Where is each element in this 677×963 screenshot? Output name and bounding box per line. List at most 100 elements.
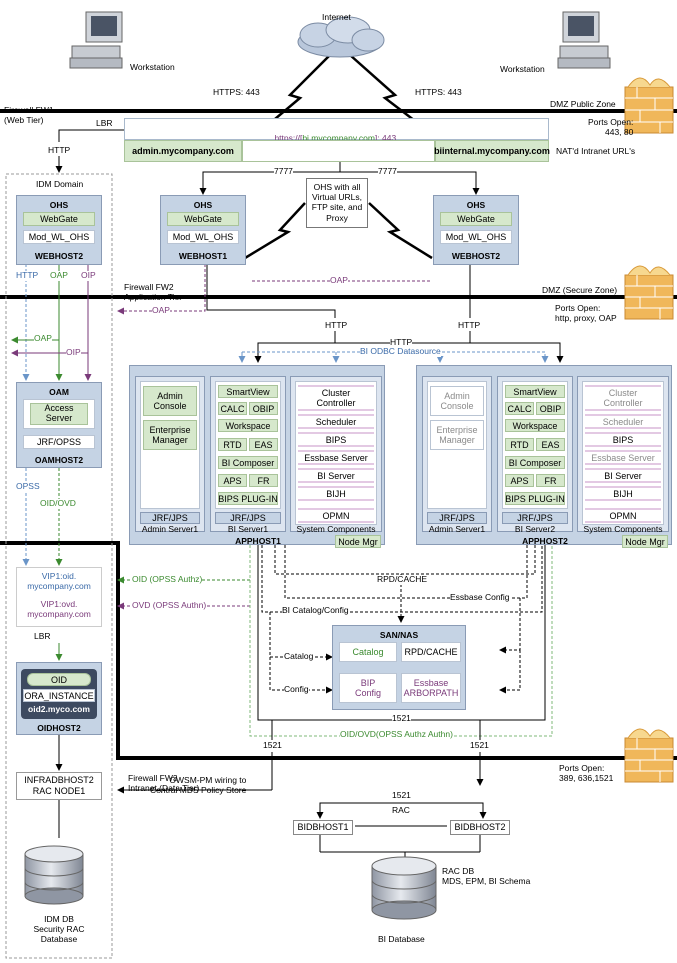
oid-ovd-label: OID/OVD [40,498,76,509]
rac-db-label: RAC DB MDS, EPM, BI Schema [442,866,531,886]
apphost1-name: APPHOST1 [235,536,281,546]
apphost1-essbase-server: Essbase Server [298,450,374,465]
apphost2-aps: APS [505,474,534,487]
apphost1-admin-inner: Admin Console Enterprise Manager [140,381,200,509]
apphost1-bi-server: SmartView CALC OBIP Workspace RTD EAS BI… [210,376,286,534]
idm-domain-label: IDM Domain [36,179,84,189]
fw2-ports-label: Ports Open: http, proxy, OAP [555,303,617,323]
admin-url: admin.mycompany.com [132,146,234,156]
firewall-fw1-icon [624,77,674,134]
apphost2-admin-inner: Admin Console Enterprise Manager [427,381,487,509]
firewall-fw2-label: Firewall FW2 Application Tier [124,282,183,302]
san-essbase-arborpath: Essbase ARBORPATH [401,673,461,703]
apphost2-bi-composer: BI Composer [505,456,565,469]
dmz-public-zone-label: DMZ Public Zone [550,99,616,109]
port-1521-rac: 1521 [392,790,411,801]
lbr-middle [242,140,435,162]
fw3-ports-label: Ports Open: 389, 636,1521 [559,763,614,783]
idm-oip2-label: OIP [66,347,81,358]
apphost1-bi-inner: SmartView CALC OBIP Workspace RTD EAS BI… [215,381,281,509]
firewall-fw3-icon [624,728,674,783]
internet-cloud-icon [297,16,385,58]
apphost1-admin-jrf: JRF/JPS [140,512,200,524]
oam-access-server: Access Server [30,403,88,425]
https-left-label: HTTPS: 443 [213,87,260,97]
apphost1-workspace: Workspace [218,419,278,432]
webhost1-ohs: OHS [193,200,213,210]
san-nas-title: SAN/NAS [379,630,419,640]
bidbhost1: BIDBHOST1 [293,820,353,835]
oap-web-left-label: OAP [152,305,170,316]
apphost2-name: APPHOST2 [522,536,568,546]
idm-webhost-webgate: WebGate [23,212,95,226]
lbr-url-prefix: https://[ [274,132,303,143]
odbc-label: BI ODBC Datasource [360,346,441,357]
apphost1-bijh: BIJH [298,486,374,501]
webhost2-ohs: OHS [466,200,486,210]
apphost1-bi-jrf: JRF/JPS [215,512,281,524]
oam-jrf: JRF/OPSS [23,435,95,449]
lbr-label: LBR [96,118,113,128]
webhost2-webgate: WebGate [440,212,512,226]
apphost2-bi-server-label: BI Server2 [514,524,556,534]
san-bip-config: BIP Config [339,673,397,703]
apphost1-admin-server-label: Admin Server1 [141,524,199,534]
apphost2-bips: BIPS [585,432,661,447]
apphost1-bi-server-label: BI Server1 [227,524,269,534]
vip1-ovd: VIP1:ovd. mycompany.com [27,599,91,619]
lbr-url-suffix: ]: 443 [374,132,397,143]
idm-db-label: IDM DB Security RAC Database [33,914,85,944]
lbr-url-host: bi.mycompany.com [302,132,375,143]
admin-url-box[interactable]: admin.mycompany.com [124,140,242,162]
apphost2-admin-console: Admin Console [430,386,484,416]
idm-webhost-mod: Mod_WL_OHS [23,230,95,244]
apphost2-bi-inner: SmartView CALC OBIP Workspace RTD EAS BI… [502,381,568,509]
port-7777-right: 7777 [378,166,397,177]
firewall-fw1-label: Firewall FW1 (Web Tier) [4,105,54,125]
apphost2-fr: FR [536,474,565,487]
natd-label: NAT'd Intranet URL's [556,146,636,156]
apphost2-rtd: RTD [505,438,534,451]
vip1-oid: VIP1:oid. mycompany.com [27,571,91,591]
apphost1-obip: OBIP [249,402,278,415]
oid-name: OIDHOST2 [37,723,81,733]
firewall-fw3-label: Firewall FW3 Intranet (Data Tier) [128,773,200,793]
apphost2-node-mgr: Node Mgr [622,535,668,548]
oidhost2: OID ORA_INSTANCE oid2.myco.com OIDHOST2 [16,662,102,735]
apphost1-scheduler: Scheduler [298,414,374,429]
ovd-authn-label: OVD (OPSS Authn) [132,600,207,611]
apphost1-sys-inner: Cluster Controller Scheduler BIPS Essbas… [295,381,377,525]
idm-oap2-label: OAP [34,333,52,344]
webhost1-webgate: WebGate [167,212,239,226]
oid-ovd-authz-authn-label: OID/OVD(OPSS Authz Authn) [340,729,453,740]
lbr-url[interactable]: https://[bi.mycompany.com]: 443 [265,124,396,153]
apphost2-syscomp-label: System Components [583,524,663,534]
bi-database-label: BI Database [378,934,425,944]
port-1521-right: 1521 [470,740,489,751]
internal-url-box[interactable]: biinternal.mycompany.com [434,140,550,162]
idm-oip-label: OIP [81,270,96,281]
idm-lbr-label: LBR [34,631,51,641]
firewall-fw2-icon [624,265,674,320]
apphost2-calc: CALC [505,402,534,415]
apphost2: Admin Console Enterprise Manager JRF/JPS… [416,365,672,548]
idm-database-icon [24,845,84,905]
idm-http-label: HTTP [16,270,39,281]
apphost2-essbase-server: Essbase Server [585,450,661,465]
apphost2-scheduler: Scheduler [585,414,661,429]
essbase-config-label: Essbase Config [450,592,510,603]
apphost1-syscomp-label: System Components [296,524,376,534]
idm-oap-label: OAP [50,270,68,281]
apphost1-opmn: OPMN [298,508,374,523]
lbr-http-label: HTTP [48,145,71,156]
apphost2-admin-server: Admin Console Enterprise Manager JRF/JPS… [422,376,492,534]
apphost1-fr: FR [249,474,278,487]
https-right-label: HTTPS: 443 [415,87,462,97]
apphost1-rtd: RTD [218,438,247,451]
apphost2-admin-server-label: Admin Server1 [428,524,486,534]
config-arrow-label: Config [284,684,309,695]
oam-access-box: Access Server [23,399,95,429]
apphost2-sys-inner: Cluster Controller Scheduler BIPS Essbas… [582,381,664,525]
rac-label: RAC [392,805,410,816]
bi-catalog-config-label: BI Catalog/Config [282,605,349,616]
